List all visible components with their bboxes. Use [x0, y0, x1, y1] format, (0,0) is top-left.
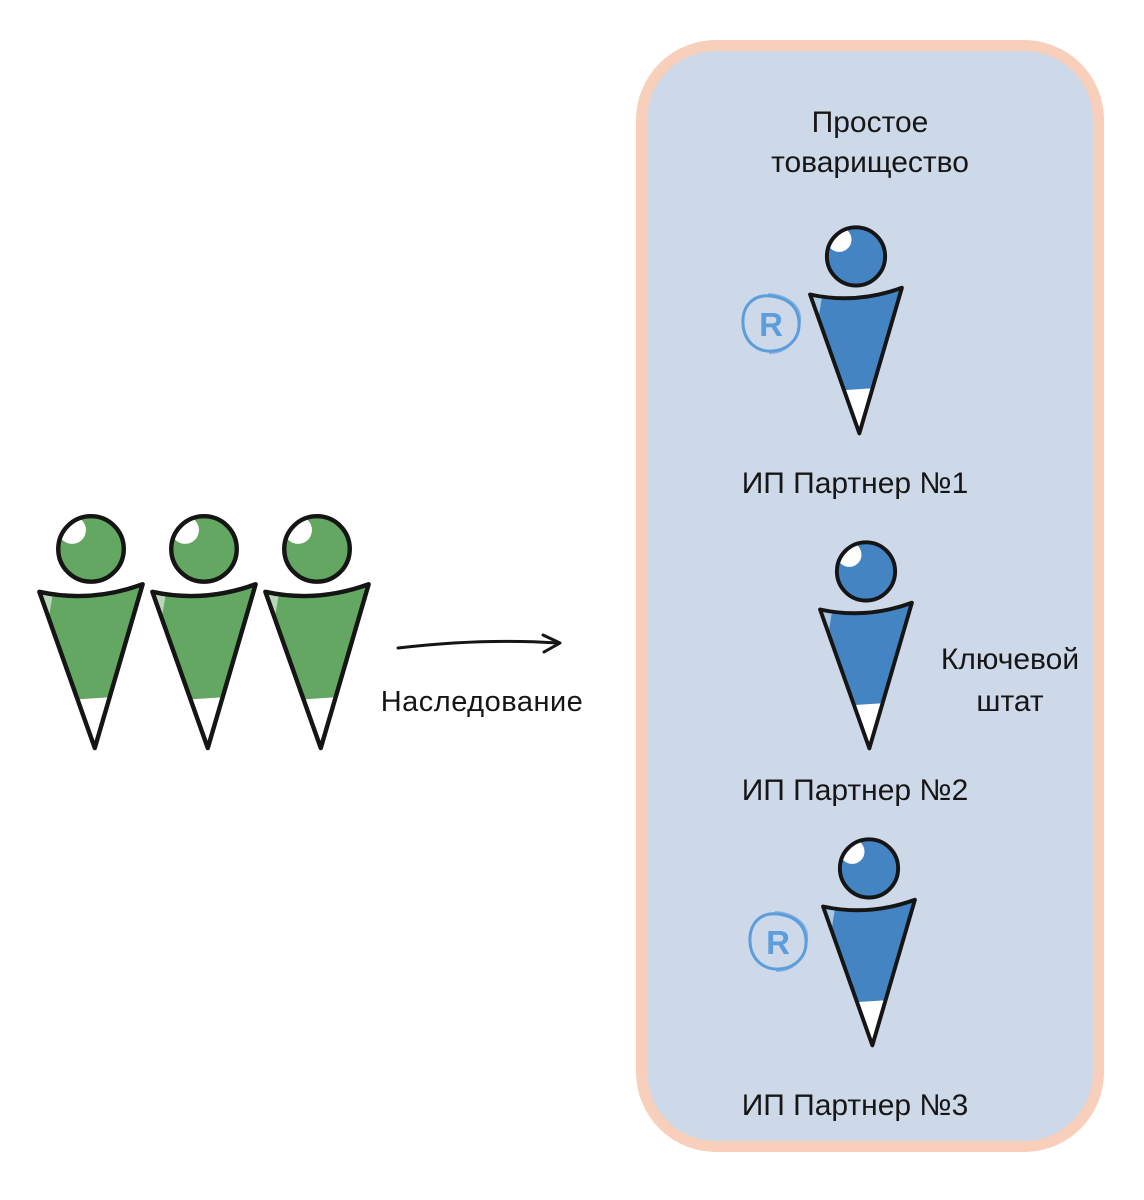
person-figure-blue	[810, 534, 922, 760]
r-letter: R	[766, 924, 790, 961]
person-figure-green	[28, 508, 154, 760]
person-figure-blue	[813, 831, 925, 1057]
r-letter: R	[759, 306, 783, 343]
person-figure-green	[141, 508, 267, 760]
person-figure-blue	[800, 219, 912, 445]
inheritance-label: Наследование	[380, 686, 584, 718]
partnership-panel: Простое товарищество R ИП Партнер №1 Клю…	[636, 40, 1104, 1152]
inheritance-arrow-icon	[396, 633, 562, 654]
person-figure-green	[254, 508, 380, 760]
member-label: ИП Партнер №1	[741, 467, 969, 500]
member-label: ИП Партнер №3	[741, 1089, 969, 1122]
registered-trademark-icon: R	[748, 911, 809, 972]
registered-trademark-icon: R	[741, 293, 802, 354]
panel-title: Простое товарищество	[771, 106, 969, 179]
member-label: ИП Партнер №2	[741, 774, 969, 807]
key-staff-note: Ключевой штат	[940, 643, 1080, 718]
heirs-group	[28, 508, 380, 760]
